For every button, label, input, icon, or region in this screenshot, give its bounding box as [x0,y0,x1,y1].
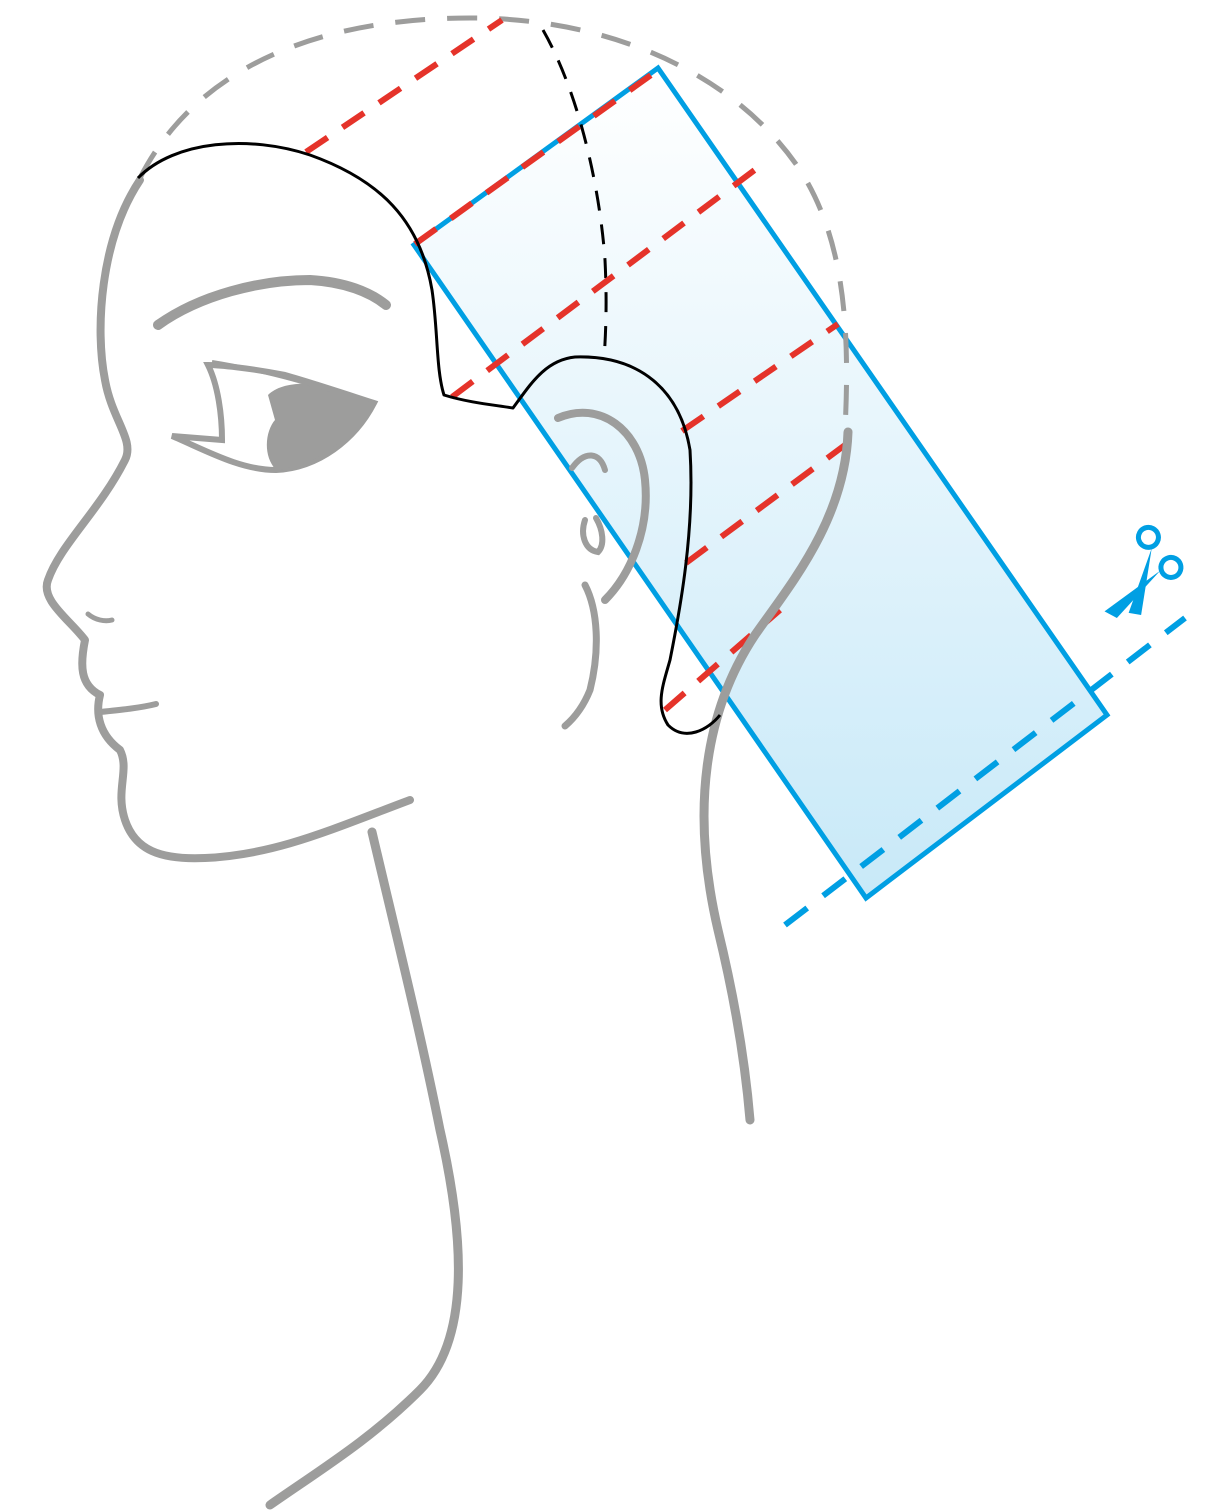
neck-front [270,832,458,1505]
nostril [88,614,112,621]
scissors-icon [1099,524,1192,634]
ear-concha [583,518,602,552]
jaw-line [565,585,596,726]
eye [172,362,374,470]
face-profile [47,180,410,858]
eyebrow [158,280,386,325]
section-line-1 [306,20,502,152]
lips-line [100,704,156,712]
hair-panel [414,68,1107,898]
